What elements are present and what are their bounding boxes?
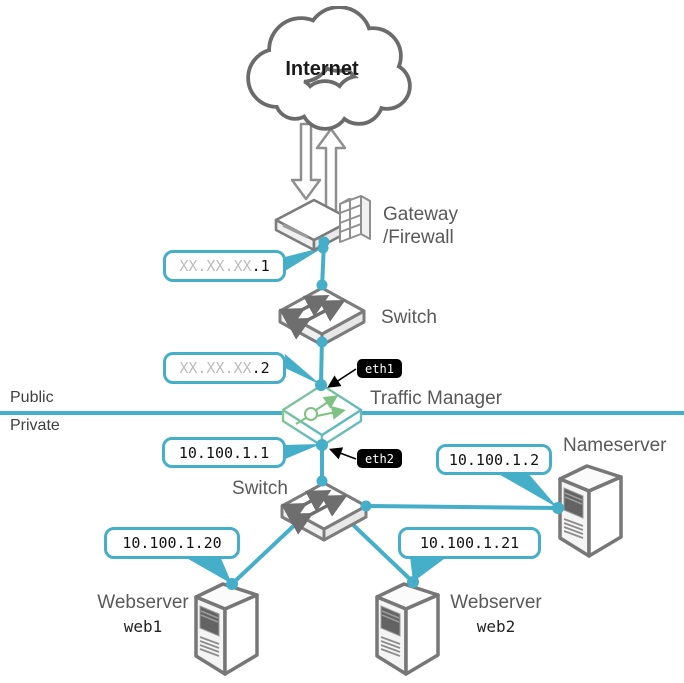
- traffic-manager-icon: [281, 383, 363, 448]
- switch-private-icon: [280, 481, 368, 542]
- nameserver-icon: [558, 464, 623, 558]
- callout-tm-private-ip: 10.100.1.1: [162, 437, 286, 468]
- switch-private-label: Switch: [232, 478, 288, 499]
- down-arrow-icon: [290, 122, 322, 201]
- webserver2-icon: [375, 582, 440, 676]
- eth2-badge: eth2: [357, 449, 402, 468]
- eth1-pointer-arrow: [327, 368, 357, 388]
- webserver1-label: Webserver web1: [95, 591, 191, 636]
- callout-web2-ip: 10.100.1.21: [398, 527, 541, 559]
- firewall-brick-icon: [339, 195, 371, 243]
- webserver2-label: Webserver web2: [448, 591, 544, 636]
- callout-tm-public-ip: XX.XX.XX.2: [163, 352, 286, 384]
- up-arrow-icon: [315, 127, 347, 215]
- gateway-firewall-icon: [274, 195, 371, 252]
- eth1-badge: eth1: [357, 359, 402, 378]
- load-balancer-glyph: [295, 395, 346, 425]
- traffic-manager-label: Traffic Manager: [370, 388, 502, 409]
- callout-gateway-ip: XX.XX.XX.1: [163, 250, 286, 282]
- switch-public-label: Switch: [381, 307, 437, 328]
- webserver2-hostname: web2: [476, 617, 516, 636]
- webserver1-hostname: web1: [123, 617, 163, 636]
- zone-public-label: Public: [10, 389, 54, 406]
- zone-private-label: Private: [10, 417, 60, 434]
- internet-label: Internet: [285, 58, 359, 80]
- gateway-firewall-label: Gateway /Firewall: [383, 204, 458, 248]
- callout-nameserver-ip: 10.100.1.2: [436, 444, 552, 475]
- callout-tails: [183, 247, 558, 584]
- internet-cloud-icon: [246, 6, 412, 131]
- webserver1-icon: [194, 582, 259, 676]
- junction-dots: [226, 236, 564, 590]
- callout-web1-ip: 10.100.1.20: [104, 527, 240, 559]
- nameserver-label: Nameserver: [563, 435, 667, 456]
- eth2-pointer-arrow: [329, 447, 357, 460]
- switch-public-icon: [278, 286, 366, 347]
